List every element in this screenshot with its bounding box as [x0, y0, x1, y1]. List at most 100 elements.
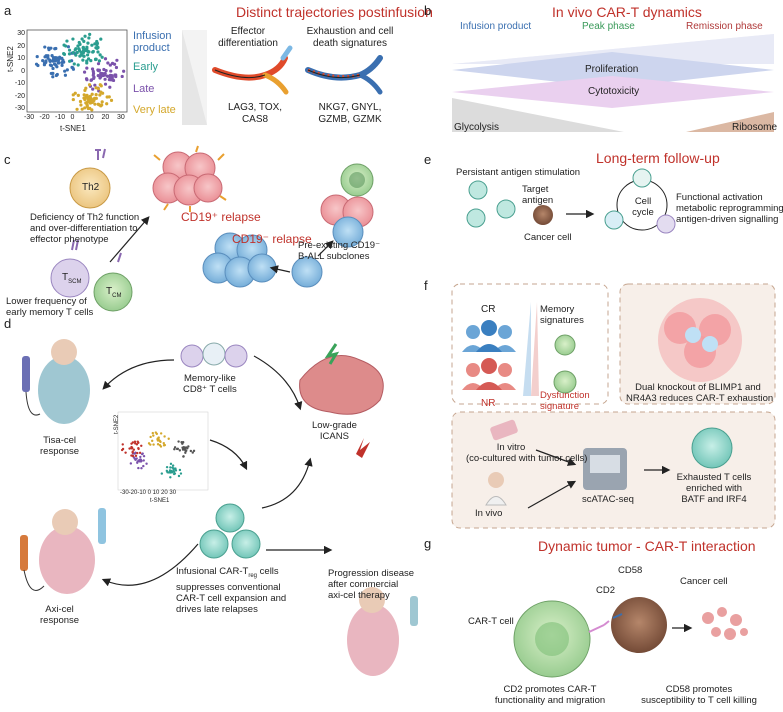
mini-tsne-point	[130, 446, 133, 449]
mini-tsne-x: t-SNE1	[150, 498, 170, 504]
tsne-x-tick: -10	[55, 114, 66, 121]
tsne-point	[108, 85, 112, 89]
mini-tsne-point	[165, 469, 169, 473]
mini-tsne-point	[149, 435, 152, 439]
mini-tsne-point	[136, 461, 139, 464]
mini-tsne-point	[183, 448, 187, 451]
tsne-point	[90, 92, 94, 96]
cd2-label: CD2	[596, 585, 616, 596]
mini-tsne-point	[142, 454, 146, 458]
tsne-point	[47, 46, 51, 50]
tsne-point	[96, 50, 100, 54]
mini-tsne-point	[131, 454, 135, 458]
single-blue-cell	[291, 256, 323, 288]
tsne-point	[71, 37, 75, 41]
tsne-point	[76, 44, 80, 48]
panel-b-dynamics	[452, 34, 774, 132]
mini-tsne-point	[132, 448, 136, 451]
tsne-point	[114, 74, 118, 79]
mini-tsne-point	[138, 460, 141, 463]
tsne-point	[84, 101, 89, 105]
ribosome-band	[686, 112, 774, 132]
cd19-neg-cluster	[202, 232, 277, 288]
tsne-point	[81, 58, 85, 62]
tsne-point	[96, 68, 100, 72]
panel-g-title: Dynamic tumor - CAR-T interaction	[538, 538, 756, 554]
phase-infusion-product: Infusion product	[460, 21, 532, 32]
killed-cell-fragments	[702, 607, 748, 640]
tsne-point	[96, 62, 101, 66]
tsne-x-tick: 30	[117, 114, 125, 121]
panel-a-tsne	[26, 29, 128, 113]
tsne-point	[100, 103, 104, 107]
tsne-point	[54, 63, 58, 67]
tsne-point	[58, 55, 62, 59]
tsne-point	[62, 43, 66, 47]
memory-description: Lower frequency of early memory T cells	[6, 296, 94, 318]
tsne-point	[35, 55, 39, 59]
tsne-point	[86, 96, 90, 100]
tsne-point	[78, 99, 83, 104]
tsne-point	[87, 50, 91, 54]
tsne-point	[95, 39, 99, 44]
mini-tsne-point	[165, 465, 169, 469]
tsne-point	[82, 96, 86, 100]
panel-label-b: b	[424, 3, 432, 18]
tsne-point	[83, 34, 87, 38]
mini-tsne-point	[160, 472, 164, 475]
tsne-point	[87, 36, 91, 40]
dysfunction-signature-label: Dysfunction signature	[540, 390, 590, 412]
mini-tsne-point	[177, 474, 181, 478]
mini-tsne-y: t-SNE2	[114, 414, 120, 434]
mini-tsne-point	[173, 472, 177, 475]
tsne-point	[51, 59, 55, 63]
tsne-point	[105, 102, 109, 106]
th2-cell	[69, 167, 111, 209]
tsne-y-tick: 10	[17, 55, 25, 62]
mini-tsne-point	[156, 443, 160, 446]
tsne-point	[100, 71, 104, 76]
tsne-point	[63, 73, 68, 77]
mini-tsne-point	[135, 443, 139, 446]
mini-tsne-point	[131, 451, 134, 454]
tsne-point	[74, 53, 78, 57]
tsne-point	[73, 48, 77, 52]
nr-label: NR	[481, 398, 496, 409]
band-ribosome: Ribosome	[732, 122, 778, 133]
legend-early: Early	[133, 61, 159, 73]
preexisting-description: Pre-existing CD19⁻ B-ALL subclones	[298, 240, 381, 262]
tsne-point	[76, 93, 80, 98]
tsne-x-axis-label: t-SNE1	[60, 124, 86, 133]
tsne-point	[65, 68, 69, 72]
trajectory-2	[305, 55, 383, 95]
tsne-y-tick: 0	[21, 67, 25, 75]
tsne-point	[96, 87, 100, 91]
panel-g-graphics	[513, 597, 748, 678]
panel-d-graphics	[20, 339, 418, 676]
mini-tsne-point	[162, 441, 165, 445]
phase-remission: Remission phase	[686, 21, 763, 32]
scatac-seq-label: scATAC-seq	[582, 494, 634, 505]
tsne-point	[88, 32, 92, 36]
mini-tsne-point	[179, 472, 183, 475]
mini-tsne-point	[171, 464, 175, 467]
tsne-point	[82, 70, 87, 74]
mini-tsne-point	[136, 440, 139, 443]
mini-tsne-point	[151, 431, 154, 435]
panel-label-a: a	[4, 3, 12, 18]
tcm-label: TCM	[106, 286, 122, 299]
tsne-y-tick: -30	[14, 105, 25, 112]
th2-description: Deficiency of Th2 function and over-diff…	[30, 212, 140, 245]
mini-tsne-point	[187, 445, 190, 448]
tsne-point	[100, 55, 104, 59]
in-vivo-label: In vivo	[475, 508, 503, 519]
tisa-patient	[38, 356, 90, 424]
tsne-point	[94, 96, 98, 100]
band-proliferation: Proliferation	[585, 64, 639, 75]
tsne-point	[86, 106, 90, 111]
tsne-point	[91, 87, 95, 91]
mini-tsne-point	[152, 443, 155, 446]
mini-tsne-point	[158, 444, 162, 447]
mini-tsne-point	[159, 432, 163, 435]
